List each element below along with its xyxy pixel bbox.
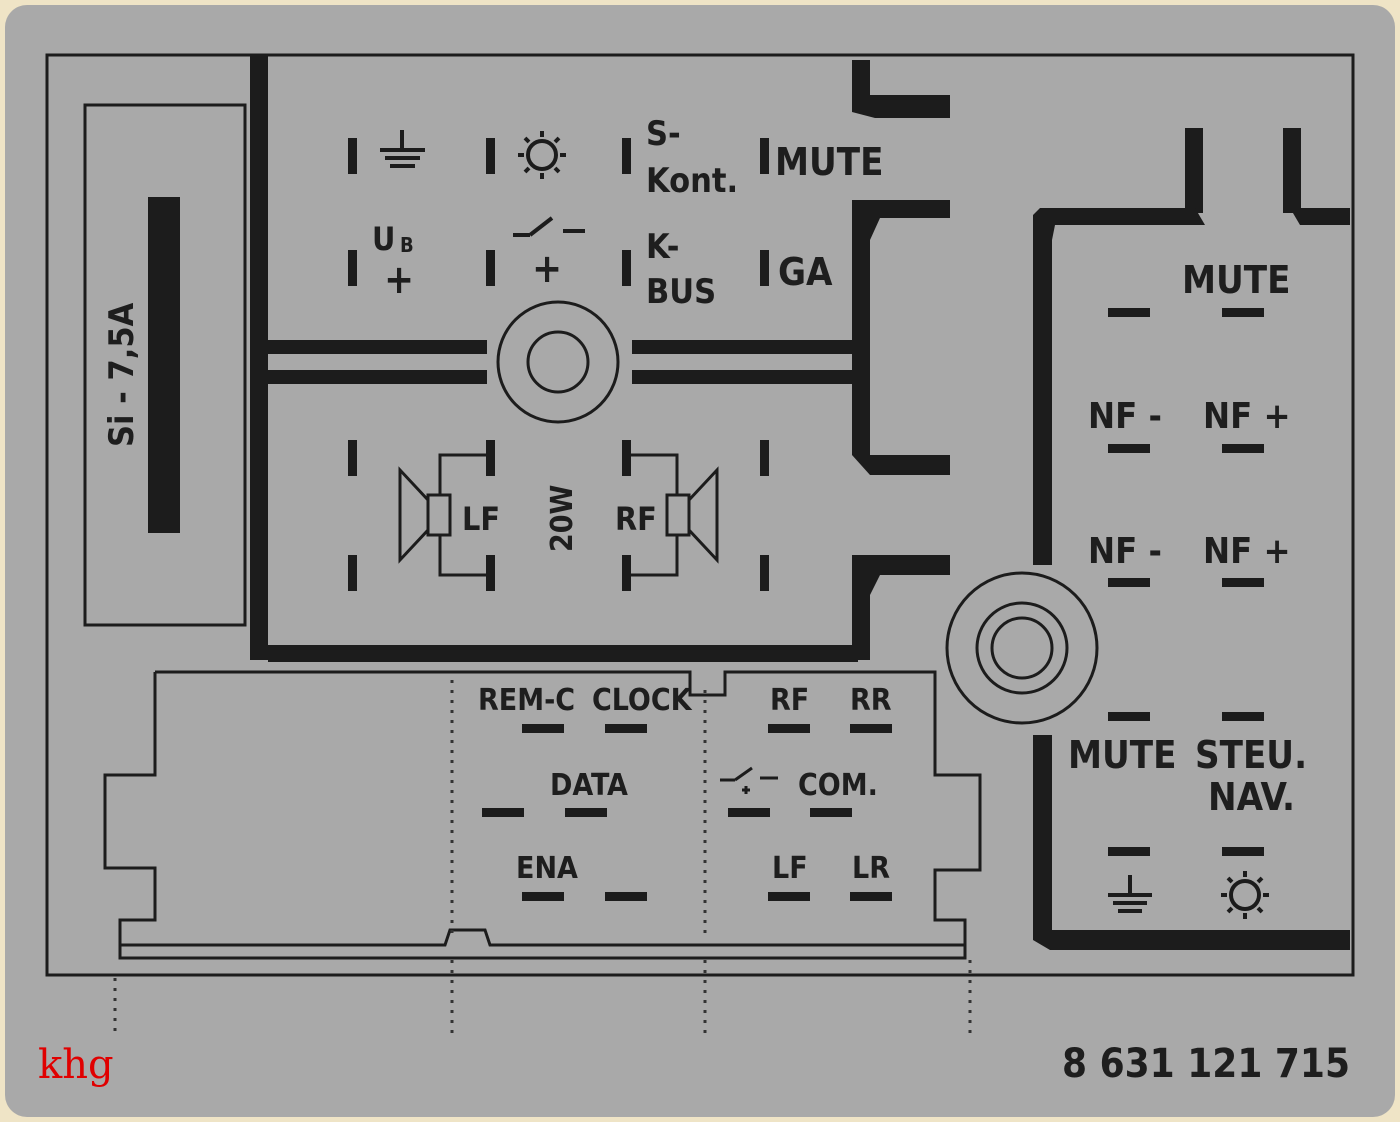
- lr-label: LR: [852, 851, 890, 886]
- speaker-icon: [398, 453, 490, 577]
- watermark: khg: [38, 1042, 114, 1088]
- rem-c-label: REM-C: [478, 683, 575, 718]
- ena-label: ENA: [516, 851, 578, 886]
- nf-plus-label: NF +: [1203, 396, 1291, 437]
- fuse: Si - 7,5A: [83, 103, 247, 627]
- ub-plus: +: [384, 257, 414, 303]
- speaker-icon: [627, 453, 719, 577]
- mute-label: MUTE: [775, 140, 883, 184]
- switch-icon: [720, 766, 778, 794]
- nf-plus-label-2: NF +: [1203, 531, 1291, 572]
- nf-minus-label: NF -: [1088, 396, 1162, 437]
- rf-label: RF: [770, 683, 809, 718]
- ground-icon: [380, 130, 425, 168]
- kbus-label-1: K-: [646, 227, 679, 267]
- clock-label: CLOCK: [592, 683, 693, 718]
- ub-label: U: [372, 220, 395, 258]
- lf-speaker-label: LF: [462, 500, 500, 538]
- mute-label-lower: MUTE: [1068, 733, 1176, 777]
- fuse-bar: [148, 197, 180, 533]
- mounting-hole: [496, 300, 620, 424]
- light-icon: [518, 131, 566, 179]
- com-label: COM.: [798, 768, 878, 803]
- rf-speaker-label: RF: [615, 500, 657, 538]
- ub-subscript: B: [400, 233, 414, 257]
- part-number: 8 631 121 715: [1062, 1041, 1350, 1087]
- bottom-connector: REM-C CLOCK DATA ENA RF RR COM. LF LR: [103, 670, 982, 960]
- mute-label-right: MUTE: [1182, 258, 1290, 302]
- ground-icon: [1108, 875, 1152, 913]
- ga-label: GA: [778, 250, 833, 294]
- lf-label: LF: [772, 851, 808, 886]
- rr-label: RR: [850, 683, 892, 718]
- kbus-label-2: BUS: [646, 272, 716, 312]
- outer-frame: [45, 53, 1355, 977]
- power-connector: S- Kont. MUTE U B + + K- BUS GA LF 20W R…: [250, 55, 950, 662]
- fuse-label: Si - 7,5A: [102, 302, 142, 447]
- nf-minus-label-2: NF -: [1088, 531, 1162, 572]
- data-label: DATA: [550, 768, 628, 803]
- nav-label: NAV.: [1208, 775, 1295, 819]
- right-connector: MUTE NF - NF + NF - NF + MUTE STEU. NAV.: [945, 128, 1350, 950]
- s-kont-label-2: Kont.: [646, 161, 738, 201]
- steu-label: STEU.: [1195, 733, 1307, 777]
- power-rating-label: 20W: [545, 485, 580, 552]
- switched-plus: +: [532, 246, 562, 292]
- light-icon: [1221, 871, 1269, 919]
- cut-guides: [113, 960, 972, 1038]
- s-kont-label-1: S-: [646, 114, 681, 154]
- switch-icon: [513, 216, 585, 237]
